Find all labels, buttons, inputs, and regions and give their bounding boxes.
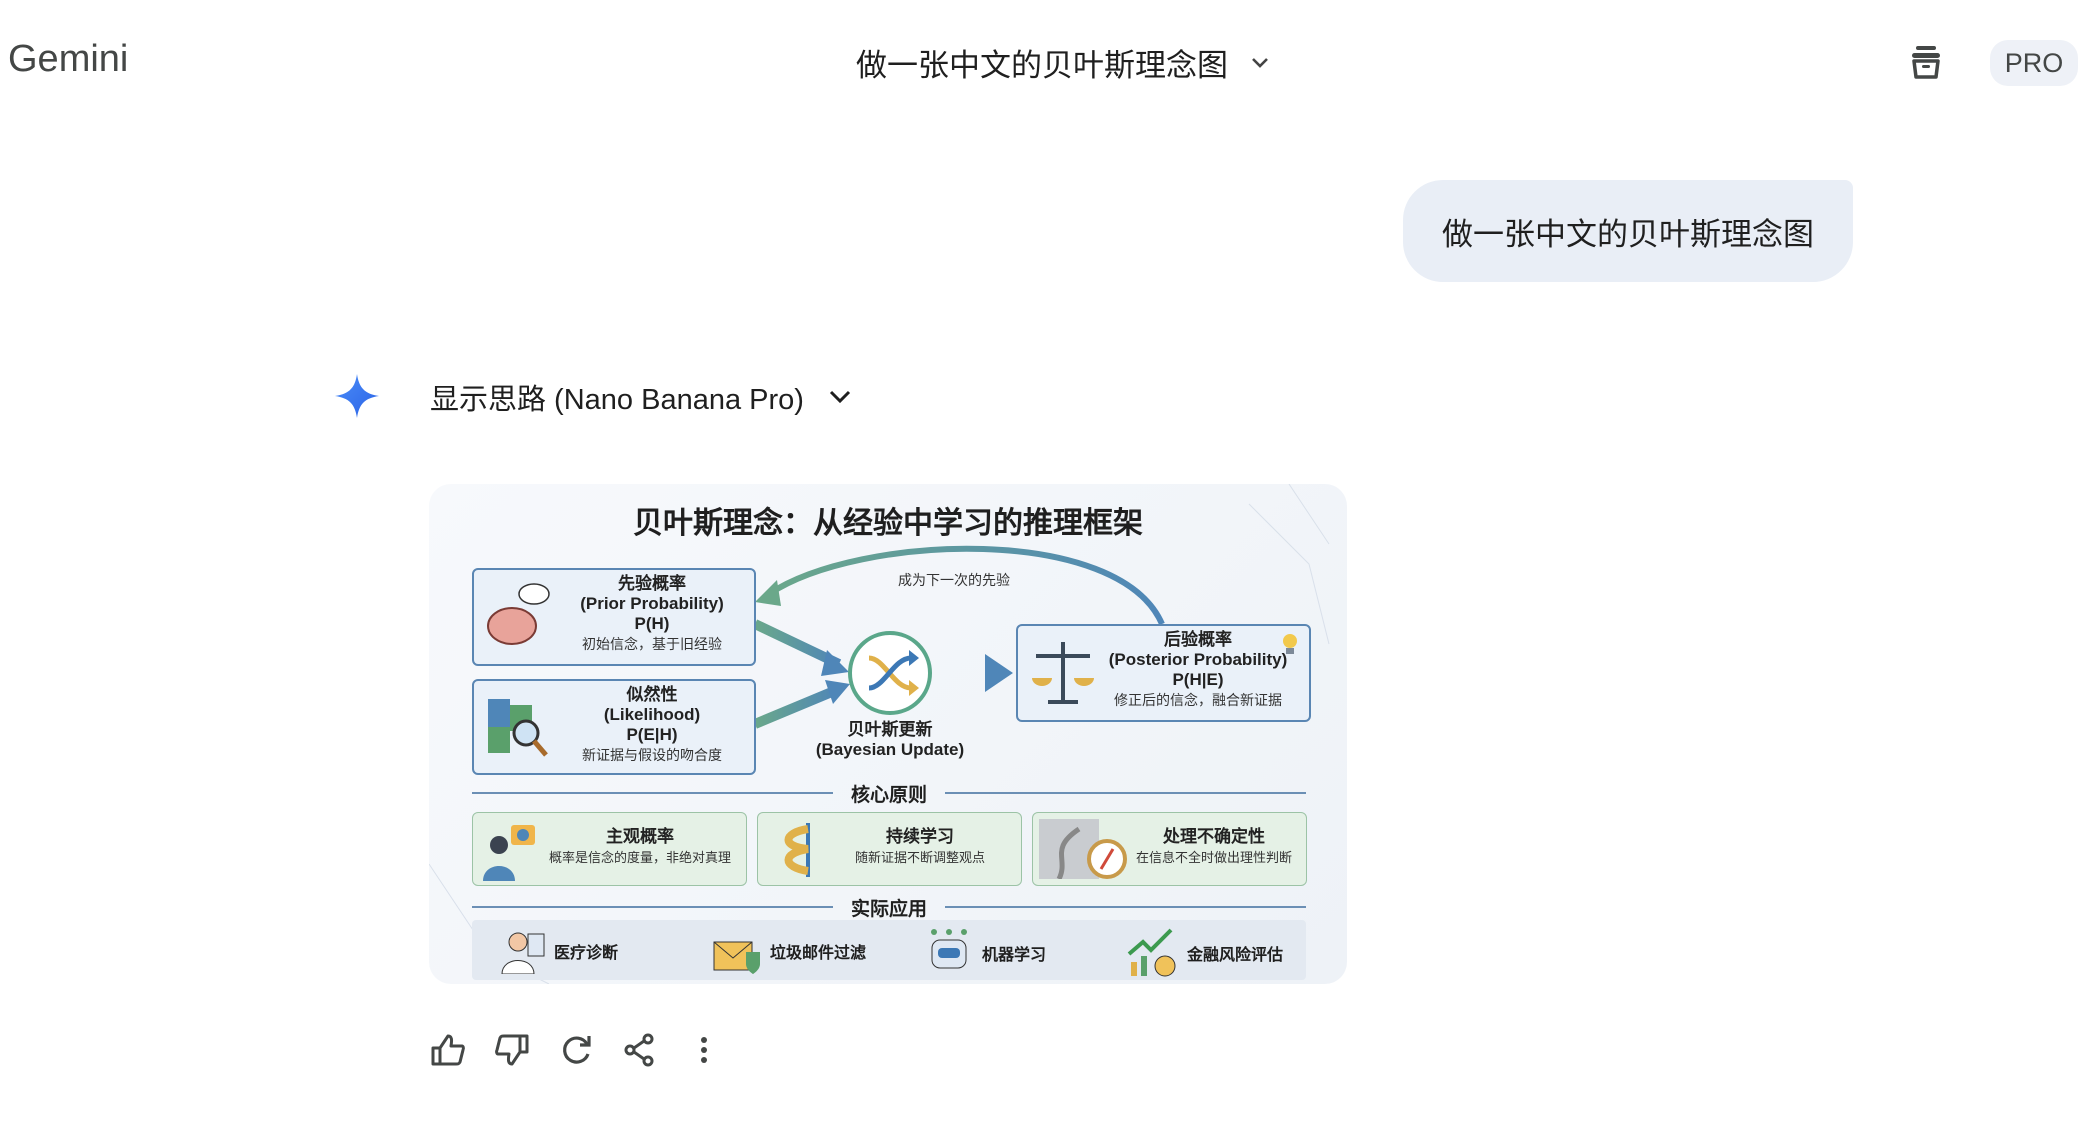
application-item: 机器学习 <box>924 928 1046 978</box>
loop-arrow <box>767 545 1165 626</box>
likelihood-card: 似然性 (Likelihood) P(E|H) 新证据与假设的吻合度 <box>472 679 756 775</box>
principle-desc: 概率是信念的度量，非绝对真理 <box>548 850 731 865</box>
loop-label: 成为下一次的先验 <box>898 572 1010 588</box>
applications-strip: 医疗诊断 垃圾邮件过滤 机器学习 金融风险评估 <box>472 920 1306 980</box>
finance-growth-icon <box>1127 928 1176 977</box>
principles-divider: 核心原则 <box>472 779 1307 807</box>
prior-to-update-arrow <box>752 619 842 669</box>
gemini-sparkle-icon <box>335 374 379 418</box>
share-icon[interactable] <box>620 1030 660 1070</box>
chevron-down-icon <box>1252 57 1268 68</box>
response-actions <box>428 1030 724 1070</box>
show-thoughts-toggle[interactable]: 显示思路 (Nano Banana Pro) <box>430 376 852 418</box>
gemini-logo[interactable]: Gemini <box>8 38 129 80</box>
posterior-title: 后验概率 <box>1164 630 1232 649</box>
conversation-title: 做一张中文的贝叶斯理念图 <box>856 48 1228 83</box>
application-item: 垃圾邮件过滤 <box>712 928 866 974</box>
principles-heading: 核心原则 <box>851 784 928 806</box>
puzzle-magnifier-icon <box>488 699 548 757</box>
principle-desc: 随新证据不断调整观点 <box>854 850 985 865</box>
scale-icon <box>1032 642 1094 704</box>
application-label: 金融风险评估 <box>1187 947 1284 964</box>
posterior-en: (Posterior Probability) <box>1108 650 1288 669</box>
application-label: 垃圾邮件过滤 <box>770 945 867 962</box>
lightbulb-icon <box>1283 634 1297 654</box>
applications-divider: 实际应用 <box>472 893 1307 921</box>
application-item: 金融风险评估 <box>1127 928 1283 978</box>
update-title: 贝叶斯更新 <box>847 720 933 739</box>
principle-card: 主观概率 概率是信念的度量，非绝对真理 <box>472 812 747 886</box>
spiral-staircase-icon <box>784 823 810 877</box>
applications-heading: 实际应用 <box>851 898 928 920</box>
principle-card: 持续学习 随新证据不断调整观点 <box>757 812 1022 886</box>
infographic-arrows <box>429 484 1330 984</box>
doctor-icon <box>501 932 545 974</box>
prior-title: 先验概率 <box>618 574 686 593</box>
fog-road-compass-icon <box>1039 819 1127 879</box>
spam-mail-shield-icon <box>713 941 760 974</box>
more-options-icon[interactable] <box>684 1030 724 1070</box>
principle-title: 处理不确定性 <box>1163 827 1265 846</box>
posterior-desc: 修正后的信念，融合新证据 <box>1114 692 1282 708</box>
thumbs-down-icon[interactable] <box>492 1030 532 1070</box>
prior-en: (Prior Probability) <box>580 594 724 613</box>
chevron-down-icon <box>829 390 850 404</box>
principle-title: 持续学习 <box>886 827 954 846</box>
application-item: 医疗诊断 <box>500 928 618 974</box>
prior-formula: P(H) <box>634 614 670 633</box>
principle-title: 主观概率 <box>606 827 674 846</box>
brain-icon <box>487 583 550 645</box>
user-message-bubble: 做一张中文的贝叶斯理念图 <box>1403 180 1853 282</box>
posterior-probability-card: 后验概率 (Posterior Probability) P(H|E) 修正后的… <box>1016 624 1311 722</box>
archive-icon[interactable] <box>1904 40 1948 84</box>
infographic-title: 贝叶斯理念：从经验中学习的推理框架 <box>633 507 1143 540</box>
application-label: 医疗诊断 <box>554 945 619 962</box>
pro-badge[interactable]: PRO <box>1990 40 2078 86</box>
thumbs-up-icon[interactable] <box>428 1030 468 1070</box>
likelihood-desc: 新证据与假设的吻合度 <box>582 747 722 763</box>
prior-probability-card: 先验概率 (Prior Probability) P(H) 初始信念，基于旧经验 <box>472 568 756 666</box>
person-chart-icon <box>483 825 535 881</box>
principle-desc: 在信息不全时做出理性判断 <box>1135 850 1292 865</box>
prior-desc: 初始信念，基于旧经验 <box>582 636 722 652</box>
likelihood-formula: P(E|H) <box>626 725 678 744</box>
show-thoughts-label: 显示思路 (Nano Banana Pro) <box>430 384 804 416</box>
likelihood-to-update-arrow <box>753 684 841 729</box>
likelihood-title: 似然性 <box>626 685 678 704</box>
principle-card: 处理不确定性 在信息不全时做出理性判断 <box>1032 812 1307 886</box>
robot-icon <box>931 929 967 969</box>
regenerate-icon[interactable] <box>556 1030 596 1070</box>
application-label: 机器学习 <box>982 947 1047 964</box>
posterior-formula: P(H|E) <box>1172 670 1224 689</box>
generated-infographic-image[interactable]: 贝叶斯理念：从经验中学习的推理框架 成为下一次的先验 先验概率 (Prior P… <box>429 484 1347 984</box>
conversation-title-dropdown[interactable]: 做一张中文的贝叶斯理念图 <box>856 40 1270 85</box>
shuffle-icon <box>868 655 912 691</box>
update-en: (Bayesian Update) <box>815 740 965 759</box>
likelihood-en: (Likelihood) <box>603 705 701 724</box>
